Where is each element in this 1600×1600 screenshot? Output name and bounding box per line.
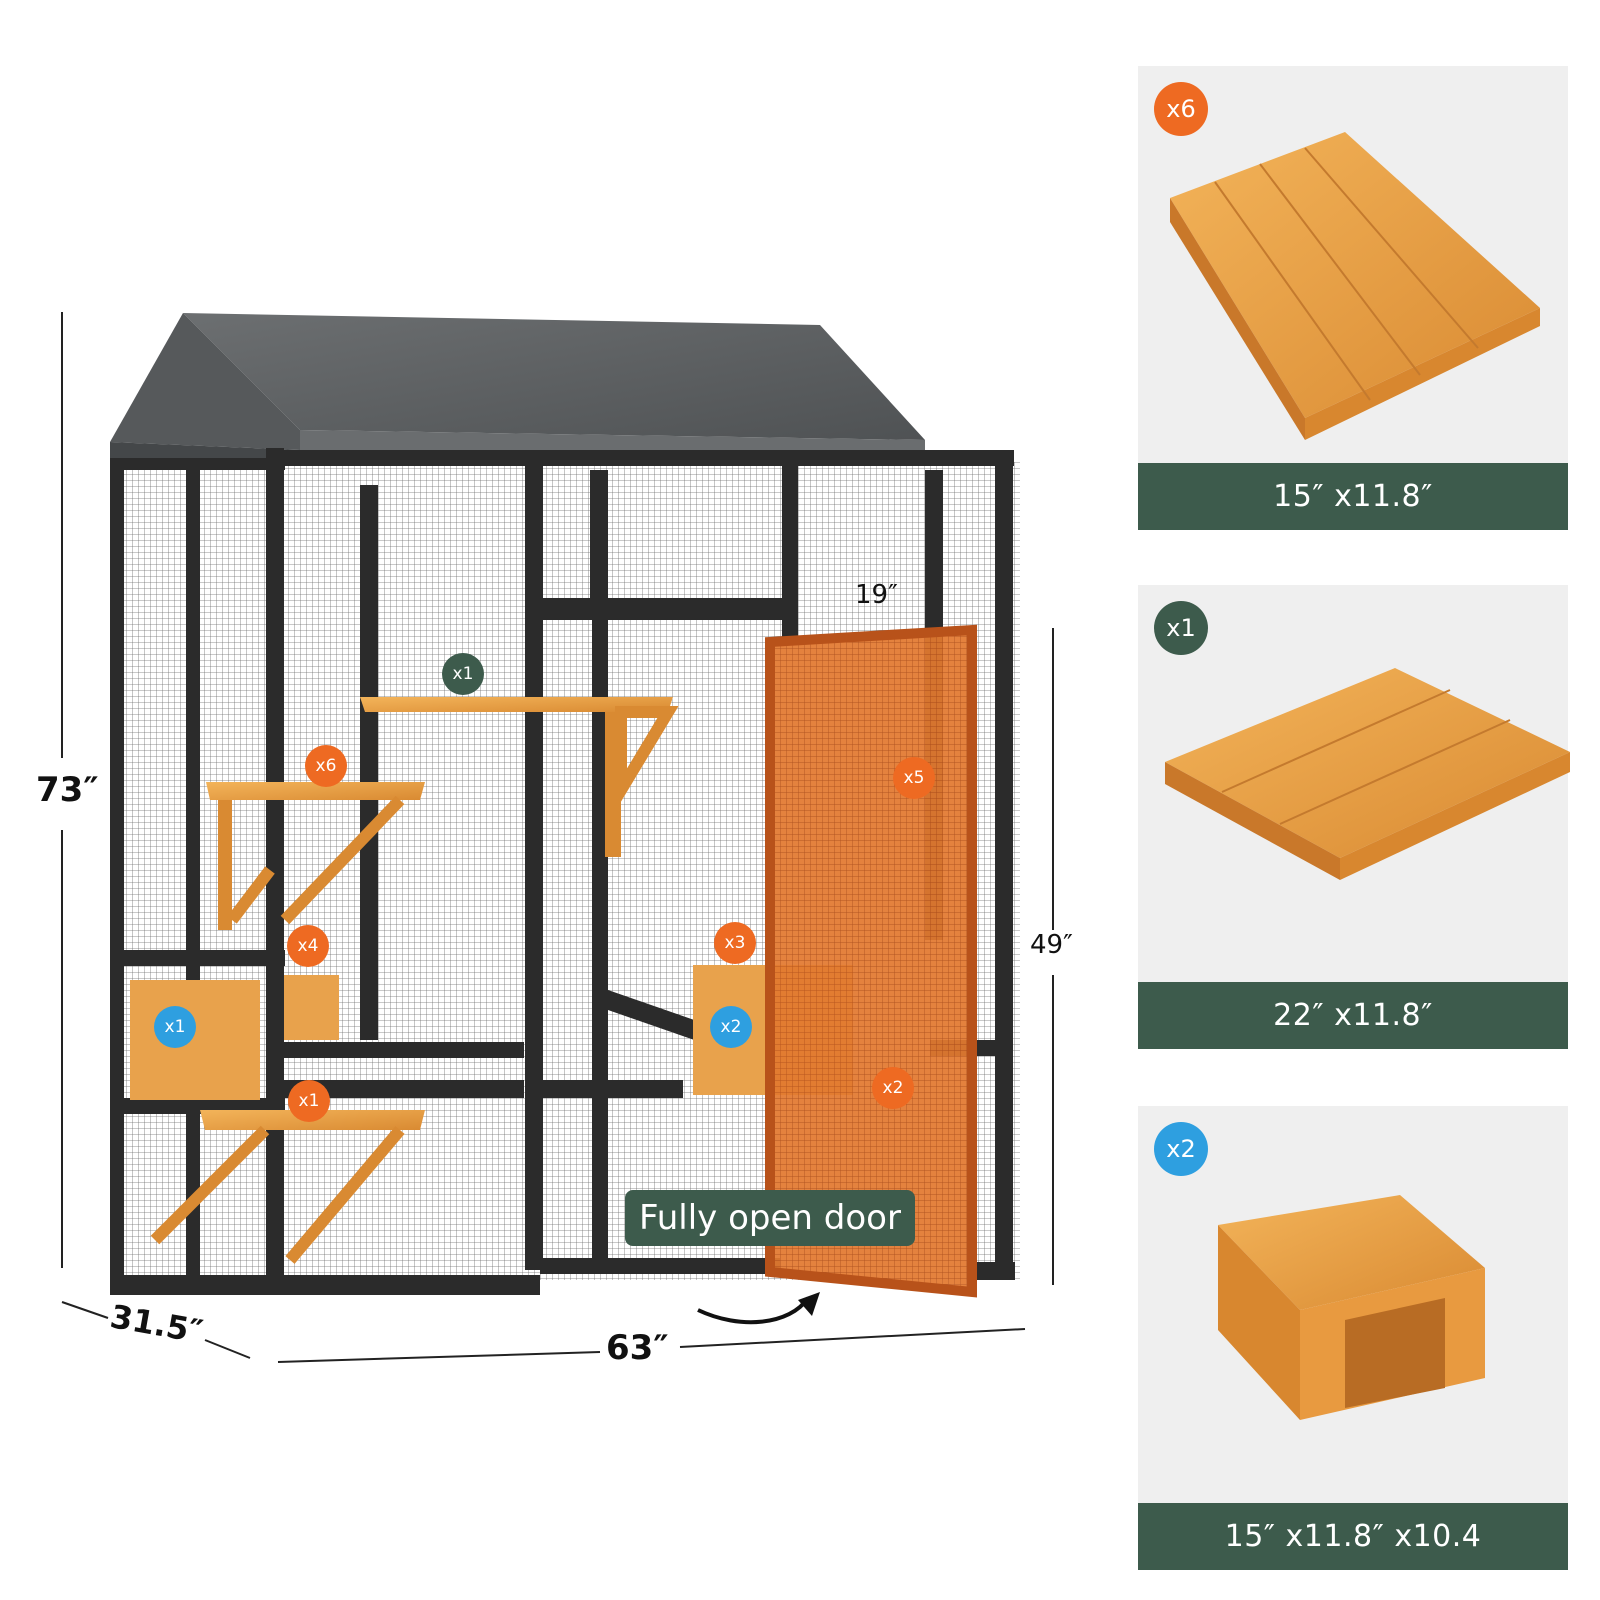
height-total-label: 73″	[36, 770, 99, 810]
frame	[110, 448, 1015, 1295]
fully-open-door-callout: Fully open door	[625, 1190, 915, 1246]
roof	[110, 313, 925, 472]
depth-label: 31.5″	[107, 1297, 206, 1351]
panel-badge: x6	[1154, 82, 1208, 136]
badge-right-condo: x2	[710, 1006, 752, 1048]
left-condo	[130, 980, 260, 1100]
panel-badge: x1	[1154, 601, 1208, 655]
badge-top-platform: x1	[442, 653, 484, 695]
wooden-shelves	[130, 697, 853, 1264]
width-line-left	[277, 1351, 601, 1363]
door-height-label: 49″	[1030, 930, 1073, 960]
panel-condo-box	[1138, 1106, 1568, 1570]
panel-platform-large	[1138, 585, 1568, 1049]
door-width-label: 19″	[855, 580, 898, 610]
panel-size-label: 15″ x11.8″	[1138, 463, 1568, 530]
depth-line-left	[61, 1301, 109, 1319]
width-label: 63″	[606, 1328, 669, 1368]
badge-left-shelf-lower: x1	[288, 1080, 330, 1122]
badge-left-mid: x4	[287, 925, 329, 967]
panel-size-label: 22″ x11.8″	[1138, 982, 1568, 1049]
panel-badge: x2	[1154, 1122, 1208, 1176]
panel-platform-small	[1138, 66, 1568, 530]
badge-right-shelf-upper: x5	[893, 757, 935, 799]
depth-line-right	[204, 1339, 251, 1359]
badge-right-mid: x3	[714, 922, 756, 964]
door-swing-arrow	[697, 1292, 820, 1325]
badge-left-condo: x1	[154, 1006, 196, 1048]
badge-right-shelf-lower: x2	[872, 1067, 914, 1109]
top-platform	[360, 697, 673, 712]
panel-size-label: 15″ x11.8″ x10.4	[1138, 1503, 1568, 1570]
width-line-right	[679, 1328, 1026, 1348]
door-width-line	[816, 612, 973, 617]
badge-left-shelf-upper: x6	[305, 745, 347, 787]
